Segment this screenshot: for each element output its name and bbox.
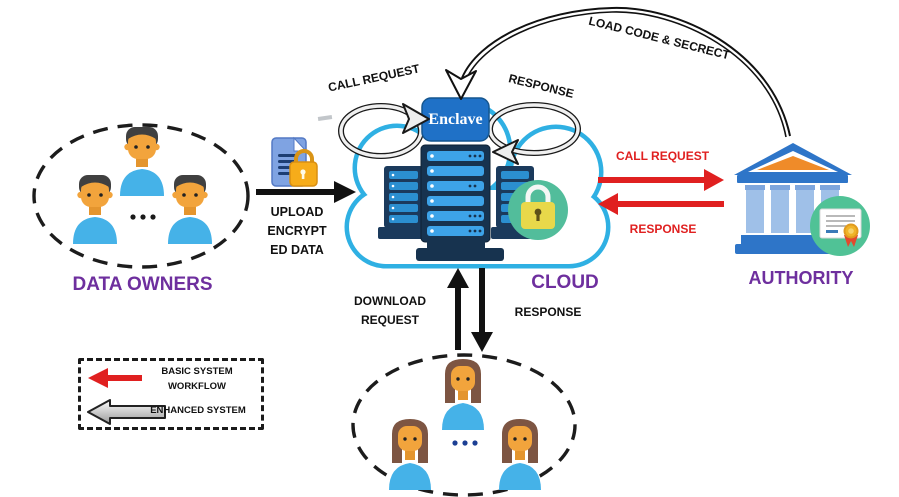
legend-box [78,358,264,430]
authority-label: AUTHORITY [748,268,854,288]
female-user-icon [499,419,541,490]
male-user-icon [73,175,117,244]
male-user-icon [120,127,164,196]
ellipsis-dots [452,440,478,446]
enclave-label: Enclave [428,110,483,128]
data-users-ellipse [351,353,577,497]
legend-basic-line2: WORKFLOW [167,381,227,392]
label-call-request-authority: CALL REQUEST [615,149,710,163]
legend-enhanced-label: ENHANCED SYSTEM [150,405,246,416]
label-download: DOWNLOAD [354,294,426,308]
data-owners-label: DATA OWNERS [72,274,213,295]
loop-arrowhead-in [402,103,430,134]
ellipsis-dots [130,214,156,220]
upload-arrow [256,181,356,203]
data-owners-ellipse [32,123,250,269]
label-response-authority: RESPONSE [629,222,697,236]
enclave-loop-arrows [338,102,581,159]
load-code-arrowhead [445,69,477,100]
data-owners-group [32,123,250,269]
label-response-users: RESPONSE [514,305,582,319]
stray-mark [317,115,333,121]
male-user-icon [168,175,212,244]
legend-basic-arrow [88,368,142,388]
female-user-icon [442,359,484,430]
load-code-curved-arrow [461,6,791,138]
response-red-arrow [598,193,724,215]
response-down-arrow [471,268,493,352]
cloud-label: CLOUD [531,272,599,293]
label-download-request: REQUEST [360,313,419,327]
data-users-group [351,353,577,497]
download-request-arrow [447,268,469,350]
female-user-icon [389,419,431,490]
loop-arrowhead-out [492,139,519,165]
legend-enhanced-arrow [87,399,166,425]
bank-building-icon [734,143,870,256]
lock-badge-icon [508,180,568,240]
legend-basic-line1: BASIC SYSTEM [161,366,233,377]
upload-line1: UPLOAD [270,205,324,219]
upload-line2: ENCRYPT [267,224,327,238]
upload-line3: ED DATA [270,243,324,257]
document-lock-icon [271,136,318,187]
server-rack-icon [378,144,539,261]
label-upload-encrypted-data: UPLOAD ENCRYPT ED DATA [258,203,336,260]
call-request-red-arrow [598,169,724,191]
certificate-badge-icon [810,196,870,256]
